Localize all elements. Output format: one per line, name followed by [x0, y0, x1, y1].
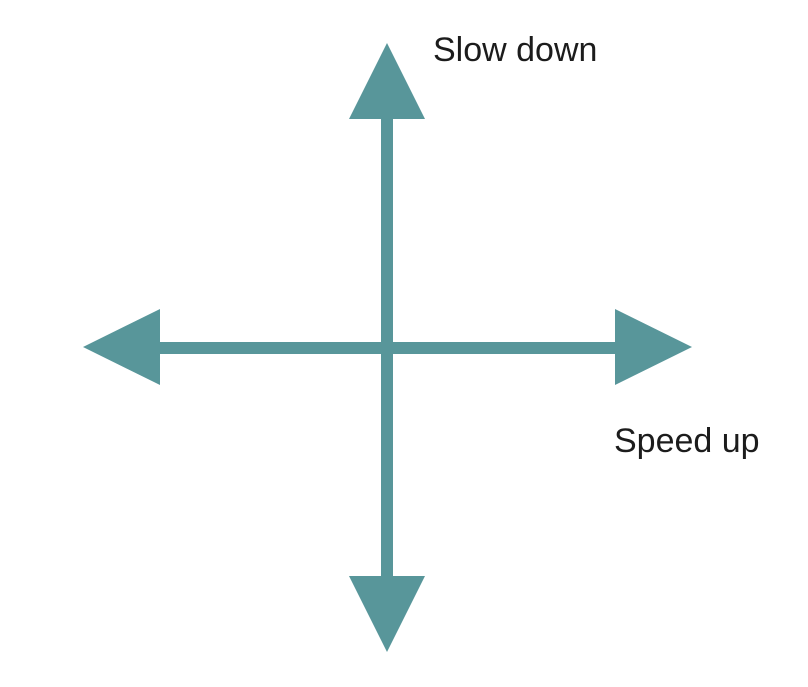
speed-up-label: Speed up [614, 422, 760, 460]
right-arrowhead [615, 309, 692, 385]
down-arrowhead [349, 576, 425, 652]
up-arrowhead [349, 43, 425, 119]
slow-down-label: Slow down [433, 31, 598, 69]
arrow-cross [83, 43, 692, 652]
left-arrowhead [83, 309, 160, 385]
horizontal-arrow-shaft [154, 342, 620, 354]
